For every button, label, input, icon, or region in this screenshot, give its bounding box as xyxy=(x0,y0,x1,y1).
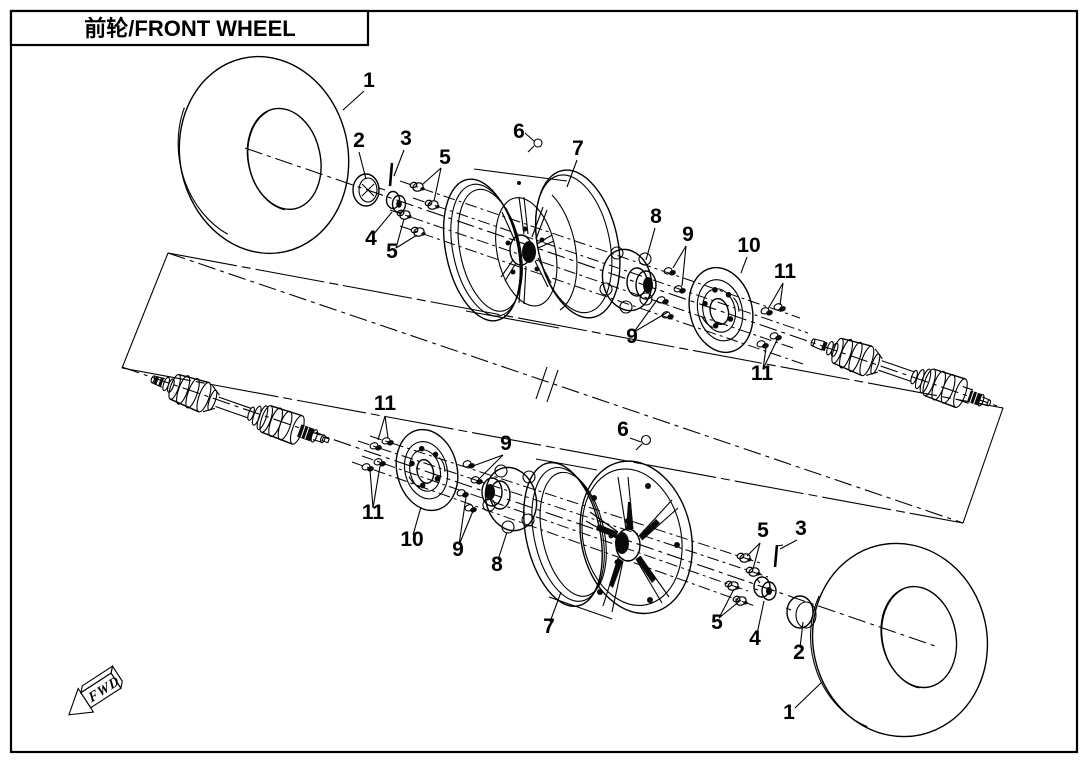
centerline-top-assembly xyxy=(244,147,1004,409)
cv-axle-top xyxy=(810,337,992,408)
cotter-pin-top xyxy=(388,162,394,187)
fwd-arrow: FWD xyxy=(68,664,123,716)
cv-axle-bottom xyxy=(150,373,330,445)
washer-nut-top xyxy=(385,190,407,214)
tire-bottom xyxy=(810,542,989,738)
wheel-rim-top xyxy=(442,168,621,329)
callout-10-bottom: 10 xyxy=(400,528,423,551)
callout-11b-top: 11 xyxy=(751,362,774,385)
brake-disc-top xyxy=(688,266,754,354)
callout-9a-top: 9 xyxy=(682,223,694,246)
tire-top xyxy=(177,55,350,255)
callout-11b-bottom: 11 xyxy=(362,501,385,524)
leader-lines xyxy=(342,90,824,709)
mirror-diagonal-centerline xyxy=(167,252,964,524)
hub-cap-top xyxy=(352,173,386,207)
page-title: 前轮/FRONT WHEEL xyxy=(84,16,295,41)
bolt-icon xyxy=(409,225,427,239)
callout-4-bottom: 4 xyxy=(749,627,761,650)
wheel-rim-bottom xyxy=(523,458,694,620)
callout-6-bottom: 6 xyxy=(617,418,629,441)
callout-9b-bottom: 9 xyxy=(452,538,464,561)
wheel-bolts-top xyxy=(395,180,441,239)
callout-8-bottom: 8 xyxy=(491,553,503,576)
callout-3-bottom: 3 xyxy=(795,517,807,540)
bolt-icon xyxy=(372,457,388,468)
title-box xyxy=(9,9,370,47)
callout-1-top: 1 xyxy=(363,69,375,92)
section-plane xyxy=(121,252,1004,524)
callout-2-top: 2 xyxy=(353,129,365,152)
callout-5b-bottom: 5 xyxy=(711,611,723,634)
diagram-border xyxy=(9,9,1079,754)
brake-disc-bottom xyxy=(395,428,459,512)
valve-top xyxy=(517,138,543,185)
hub-studs-top xyxy=(655,266,688,321)
callout-3-top: 3 xyxy=(400,127,412,150)
callout-labels: 1 2 3 5 4 5 6 7 8 9 10 11 9 11 11 9 6 11… xyxy=(353,69,807,724)
callout-11a-top: 11 xyxy=(774,260,797,283)
valve-bottom xyxy=(635,434,652,451)
callout-6-top: 6 xyxy=(513,120,525,143)
bolt-icon xyxy=(768,331,784,342)
callout-5b-top: 5 xyxy=(386,240,398,263)
stud-axis-lines-bottom xyxy=(351,435,769,607)
bolt-icon xyxy=(423,198,441,212)
stud-icon xyxy=(463,503,479,514)
break-mark xyxy=(546,369,559,403)
centerline-bottom-assembly xyxy=(121,366,939,648)
callout-9a-bottom: 9 xyxy=(500,432,512,455)
cotter-pin-bottom xyxy=(773,544,784,568)
wheel-hub-top xyxy=(599,246,657,314)
bolt-icon xyxy=(755,339,771,350)
callout-10-top: 10 xyxy=(737,234,760,257)
callout-9b-top: 9 xyxy=(626,325,638,348)
washer-nut-bottom xyxy=(753,576,777,601)
callout-8-top: 8 xyxy=(650,205,662,228)
callout-1-bottom: 1 xyxy=(783,701,795,724)
callout-7-bottom: 7 xyxy=(543,615,555,638)
stud-icon xyxy=(655,295,671,306)
bolt-icon xyxy=(395,208,413,222)
callout-5a-top: 5 xyxy=(439,146,451,169)
callout-2-bottom: 2 xyxy=(793,641,805,664)
callout-4-top: 4 xyxy=(365,227,377,250)
wheel-hub-bottom xyxy=(481,464,538,534)
stud-axis-lines-top xyxy=(389,180,809,366)
callout-5a-bottom: 5 xyxy=(757,519,769,542)
wheel-spokes-top xyxy=(500,196,555,305)
callout-11a-bottom: 11 xyxy=(374,392,397,415)
wheel-spokes-bottom xyxy=(585,476,680,613)
break-mark xyxy=(535,366,548,400)
disc-bolts-top xyxy=(755,302,788,350)
callout-7-top: 7 xyxy=(572,137,584,160)
